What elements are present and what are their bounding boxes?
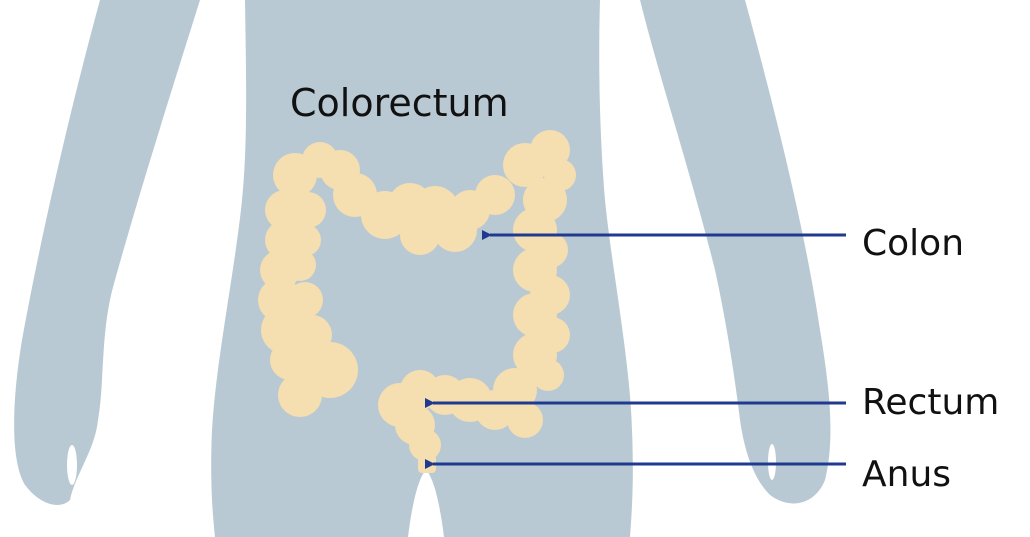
right-arm [640, 0, 830, 503]
anus-label: Anus [862, 457, 951, 493]
right-hand-gap [768, 444, 776, 480]
left-hand-gap [67, 445, 77, 485]
diagram-title: Colorectum [290, 84, 509, 122]
colon-label: Colon [862, 226, 964, 262]
left-arm [14, 0, 200, 505]
rectum-label: Rectum [862, 385, 999, 421]
